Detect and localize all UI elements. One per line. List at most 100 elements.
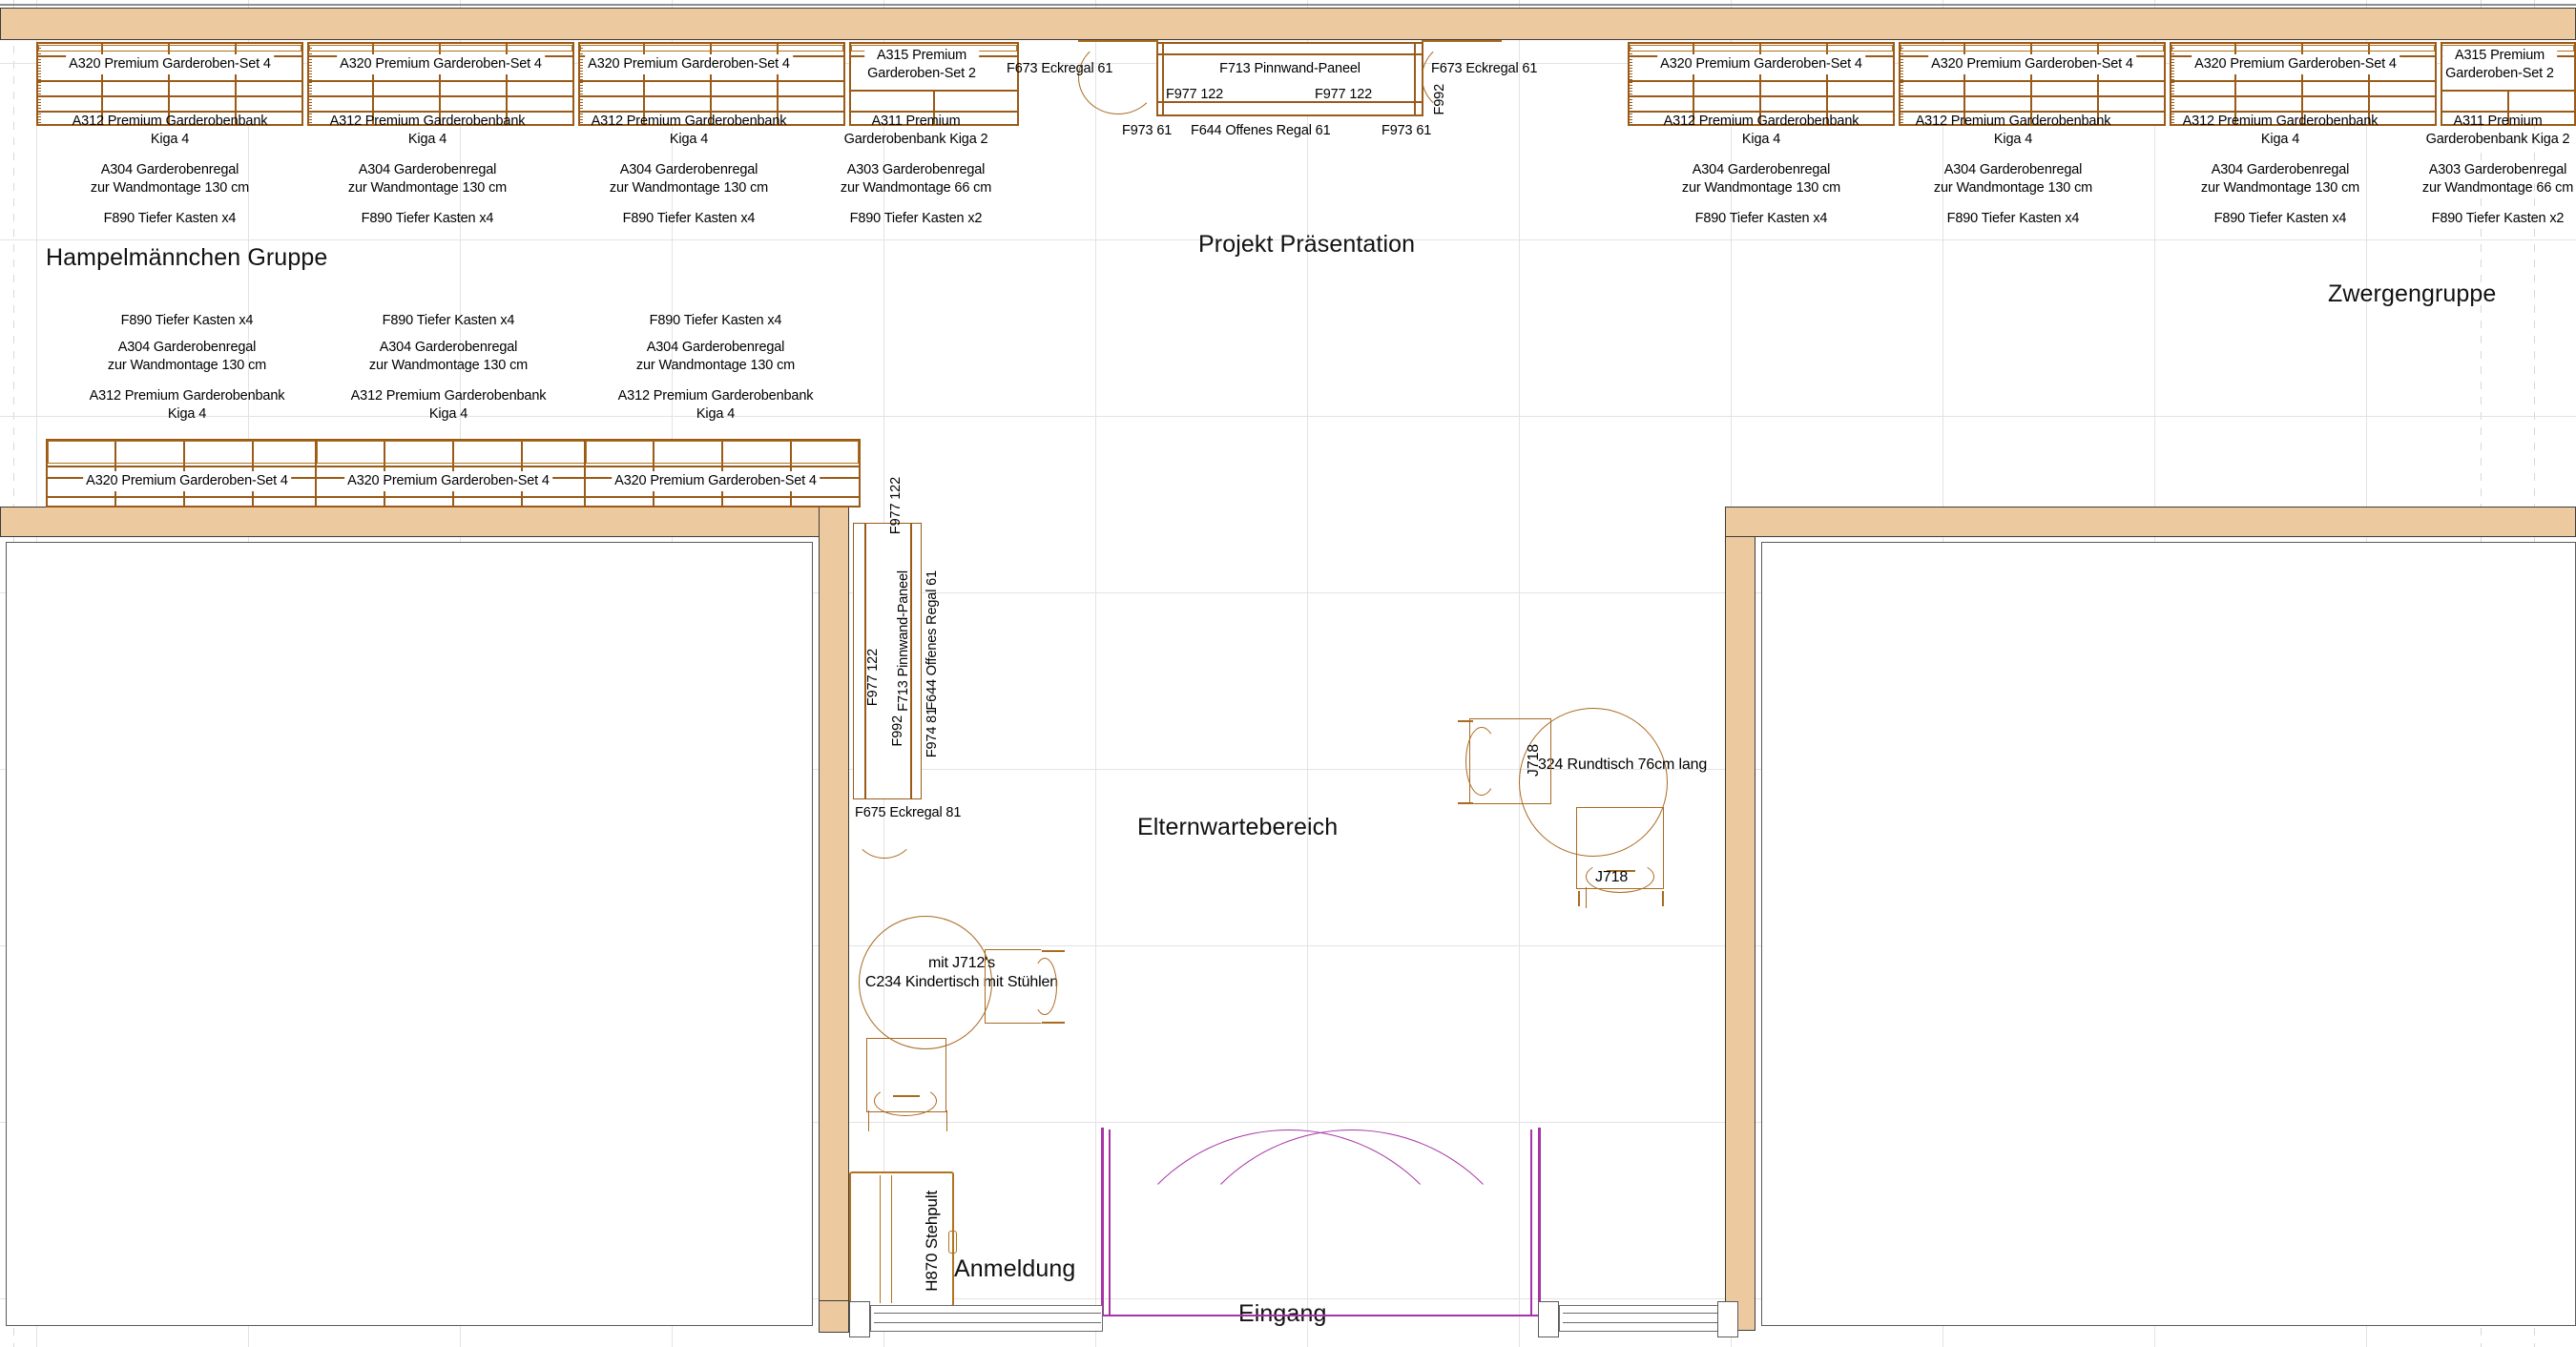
corner-shelf-arc-left: [1078, 40, 1158, 114]
unit-hatch: [307, 42, 312, 126]
room-label-eltern: Elternwartebereich: [1137, 814, 1339, 840]
shelf-line2: zur Wandmontage 130 cm: [368, 357, 529, 373]
door-leaf-right: [1530, 1129, 1532, 1315]
unit-box-label: F890 Tiefer Kasten x4: [622, 211, 756, 226]
kids-table-line1: mit J712's: [927, 955, 996, 971]
bench-line1: A312 Premium Garderobenbank: [89, 388, 285, 404]
unit-bench-label: A312 Premium Garderobenbank Kiga 4: [1916, 113, 2111, 148]
unit-box-label: F890 Tiefer Kasten x2: [849, 211, 983, 226]
unit-bench-label: A311 Premium Garderobenbank Kiga 2: [2426, 113, 2570, 148]
unit-box-label: F890 Tiefer Kasten x4: [103, 211, 237, 226]
vertical-pinnwand-unit[interactable]: [853, 523, 922, 799]
round-table-label: 324 Rundtisch 76cm lang: [1538, 756, 1708, 773]
unit-shelf-label: A304 Garderobenregal zur Wandmontage 130…: [1934, 161, 2092, 197]
bench-line1: A312 Premium Garderobenbank: [329, 114, 526, 129]
bench-line2: Kiga 4: [428, 405, 468, 422]
unit-set-label: A320 Premium Garderoben-Set 4: [2192, 54, 2399, 74]
shelf-line2: zur Wandmontage 130 cm: [1933, 179, 2093, 196]
corner-shelf-left-label: F673 Eckregal 61: [1007, 61, 1113, 76]
wall-inner-right: [1761, 542, 2576, 1326]
unit-shelf-label: A303 Garderobenregal zur Wandmontage 66 …: [841, 161, 991, 197]
unit-bench-label: A311 Premium Garderobenbank Kiga 2: [844, 113, 988, 148]
vertical-bottom-code: F977 122: [865, 649, 881, 707]
lower-unit-bench-label: A312 Premium Garderobenbank Kiga 4: [618, 387, 814, 423]
unit-shelf-label: A304 Garderobenregal zur Wandmontage 130…: [1682, 161, 1840, 197]
pinnwand-panel-unit[interactable]: [1156, 42, 1423, 116]
kids-chair-right-seat: [1032, 958, 1057, 1015]
corner-shelf-arc-vertical: [853, 799, 916, 859]
lower-unit-bench-label: A312 Premium Garderobenbank Kiga 4: [351, 387, 547, 423]
bench-line1: A312 Premium Garderobenbank: [350, 388, 547, 404]
unit-hatch: [36, 42, 41, 126]
unit-set-label: A320 Premium Garderoben-Set 4: [337, 54, 545, 74]
round-table[interactable]: [1519, 708, 1668, 857]
unit-bench-label: A312 Premium Garderobenbank Kiga 4: [1664, 113, 1859, 148]
shelf-line1: A303 Garderobenregal: [2428, 162, 2567, 177]
window-post-far-right: [1717, 1301, 1738, 1337]
shelf-line2: zur Wandmontage 130 cm: [609, 179, 769, 196]
set-line1: A315 Premium: [876, 48, 967, 63]
bench-line1: A312 Premium Garderobenbank: [617, 388, 814, 404]
room-label-zwergen: Zwergengruppe: [2328, 280, 2497, 307]
shelf-line2: zur Wandmontage 130 cm: [1681, 179, 1841, 196]
shelf-line2: zur Wandmontage 130 cm: [635, 357, 796, 373]
unit-shelf-label: A304 Garderobenregal zur Wandmontage 130…: [610, 161, 768, 197]
shelf-line1: A304 Garderobenregal: [1943, 162, 2083, 177]
bench-line2: Kiga 4: [2260, 131, 2300, 147]
kids-chair-right[interactable]: [985, 949, 1042, 1024]
shelf-line2: zur Wandmontage 130 cm: [2200, 179, 2360, 196]
vertical-panel-label: F713 Pinnwand-Paneel: [896, 570, 911, 712]
unit-set-label: A320 Premium Garderoben-Set 4: [585, 54, 793, 74]
window-pane-right: [1559, 1305, 1725, 1332]
lower-unit-box-label: F890 Tiefer Kasten x4: [120, 313, 254, 328]
wall-right-vertical: [1725, 507, 1755, 1331]
chair-bottom-label: J718: [1595, 869, 1629, 885]
unit-box-label: F890 Tiefer Kasten x4: [361, 211, 494, 226]
wall-vertical-center: [819, 507, 849, 1331]
kids-chair-bottom-seat: [874, 1086, 937, 1116]
unit-set-label: A315 Premium Garderoben-Set 2: [2442, 46, 2557, 84]
panel-right-code: F977 122: [1315, 87, 1373, 102]
vertical-corner-shelf-label: F675 Eckregal 81: [855, 805, 962, 820]
vertical-top-code: F977 122: [888, 477, 904, 535]
unit-shelf-label: A303 Garderobenregal zur Wandmontage 66 …: [2422, 161, 2573, 197]
chair-left-label: J718: [1526, 744, 1542, 777]
wall-top: [0, 8, 2576, 40]
bench-line1: A311 Premium: [2453, 114, 2543, 129]
lower-unit-shelf-label: A304 Garderobenregal zur Wandmontage 130…: [636, 339, 795, 374]
wall-right-horizontal: [1725, 507, 2576, 537]
reception-desk[interactable]: [849, 1171, 954, 1307]
kids-round-table[interactable]: [859, 916, 992, 1049]
unit-bench-label: A312 Premium Garderobenbank Kiga 4: [330, 113, 526, 148]
bench-line1: A312 Premium Garderobenbank: [1663, 114, 1859, 129]
chair-bottom-seat: [1586, 860, 1654, 893]
lower-unit-set-label: A320 Premium Garderoben-Set 4: [83, 471, 291, 491]
entrance-right-jamb: [1538, 1128, 1541, 1316]
set-line2: Garderoben-Set 2: [2445, 65, 2554, 81]
lower-unit-shelf-label: A304 Garderobenregal zur Wandmontage 130…: [108, 339, 266, 374]
shelf-line1: A304 Garderobenregal: [646, 340, 785, 355]
vertical-shelf-code: F974 81: [924, 708, 940, 758]
shelf-line2: zur Wandmontage 66 cm: [2421, 179, 2574, 196]
chair-left-seat: [1465, 727, 1498, 796]
unit-hatch: [1628, 42, 1632, 126]
unit-set-label: A315 Premium Garderoben-Set 2: [864, 46, 979, 84]
shelf-line2: zur Wandmontage 66 cm: [840, 179, 992, 196]
panel-left-code: F977 122: [1166, 87, 1224, 102]
bench-line2: Kiga 4: [1993, 131, 2033, 147]
shelf-line1: A304 Garderobenregal: [358, 162, 497, 177]
unit-box-label: F890 Tiefer Kasten x4: [1694, 211, 1828, 226]
lower-unit-set-label: A320 Premium Garderoben-Set 4: [344, 471, 552, 491]
bench-line2: Garderobenbank Kiga 2: [843, 131, 988, 147]
unit-bench-label: A312 Premium Garderobenbank Kiga 4: [592, 113, 787, 148]
unit-hatch: [578, 42, 583, 126]
shelf-line1: A304 Garderobenregal: [2211, 162, 2350, 177]
door-swing-left-arc: [1103, 1129, 1475, 1316]
wall-bottom-left-stub: [819, 1300, 849, 1333]
unit-box-label: F890 Tiefer Kasten x2: [2431, 211, 2565, 226]
window-post-right: [1538, 1301, 1559, 1337]
lower-unit-set-label: A320 Premium Garderoben-Set 4: [612, 471, 820, 491]
unit-bench-label: A312 Premium Garderobenbank Kiga 4: [2183, 113, 2379, 148]
room-label-projekt: Projekt Präsentation: [1198, 231, 1416, 258]
